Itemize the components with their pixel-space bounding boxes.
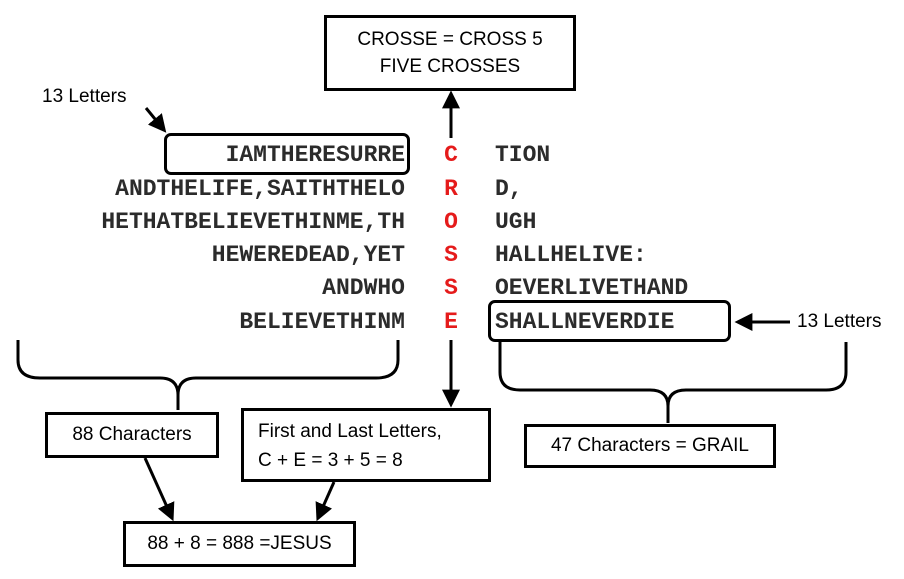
- crosse-letter: C: [444, 142, 458, 168]
- arrow-8-to-888: [315, 481, 336, 522]
- text-line-left: IAMTHERESURRE: [225, 142, 405, 168]
- text-line-right: D,: [495, 176, 523, 202]
- crosse-box: CROSSE = CROSS 5 FIVE CROSSES: [324, 15, 576, 91]
- label-13-letters-left: 13 Letters: [42, 86, 127, 107]
- crosse-letter: E: [444, 309, 458, 335]
- arrow-13-left: [144, 107, 167, 133]
- box-first-last-line2: C + E = 3 + 5 = 8: [258, 450, 403, 471]
- text-line-left: BELIEVETHINM: [239, 309, 405, 335]
- crosse-letter: R: [444, 176, 458, 202]
- text-line-left: HETHATBELIEVETHINME,TH: [101, 209, 405, 235]
- crosse-box-line2: FIVE CROSSES: [379, 56, 521, 77]
- crosse-letter: O: [444, 209, 458, 235]
- brace-right: [498, 342, 848, 407]
- crosse-letter: S: [444, 275, 458, 301]
- text-line-right: UGH: [495, 209, 537, 235]
- box-first-last-letters: First and Last Letters, C + E = 3 + 5 = …: [241, 408, 491, 482]
- box-first-last-line1: First and Last Letters,: [258, 421, 442, 442]
- box-888-label: 88 + 8 = 888 =JESUS: [147, 533, 332, 554]
- highlight-box-right: [488, 300, 731, 342]
- box-47-characters: 47 Characters = GRAIL: [524, 424, 776, 468]
- text-line-left: HEWEREDEAD,YET: [211, 242, 405, 268]
- crosse-letter: S: [444, 242, 458, 268]
- text-line-left: ANDTHELIFE,SAITHTHELO: [115, 176, 405, 202]
- label-13-letters-right: 13 Letters: [797, 311, 882, 332]
- text-line-left: ANDWHO: [322, 275, 405, 301]
- brace-left: [16, 340, 400, 396]
- text-line-right: TION: [495, 142, 551, 168]
- text-line-right: OEVERLIVETHAND: [495, 275, 689, 301]
- box-888-jesus: 88 + 8 = 888 =JESUS: [123, 521, 356, 567]
- text-line-right: HALLHELIVE:: [495, 242, 647, 268]
- text-line-right: SHALLNEVERDIE: [495, 309, 675, 335]
- box-88-characters: 88 Characters: [45, 412, 219, 458]
- box-88-label: 88 Characters: [72, 424, 192, 445]
- highlight-box-left: [164, 133, 410, 175]
- arrow-88-to-888: [143, 457, 175, 522]
- crosse-box-line1: CROSSE = CROSS 5: [357, 29, 543, 50]
- box-47-label: 47 Characters = GRAIL: [550, 435, 749, 456]
